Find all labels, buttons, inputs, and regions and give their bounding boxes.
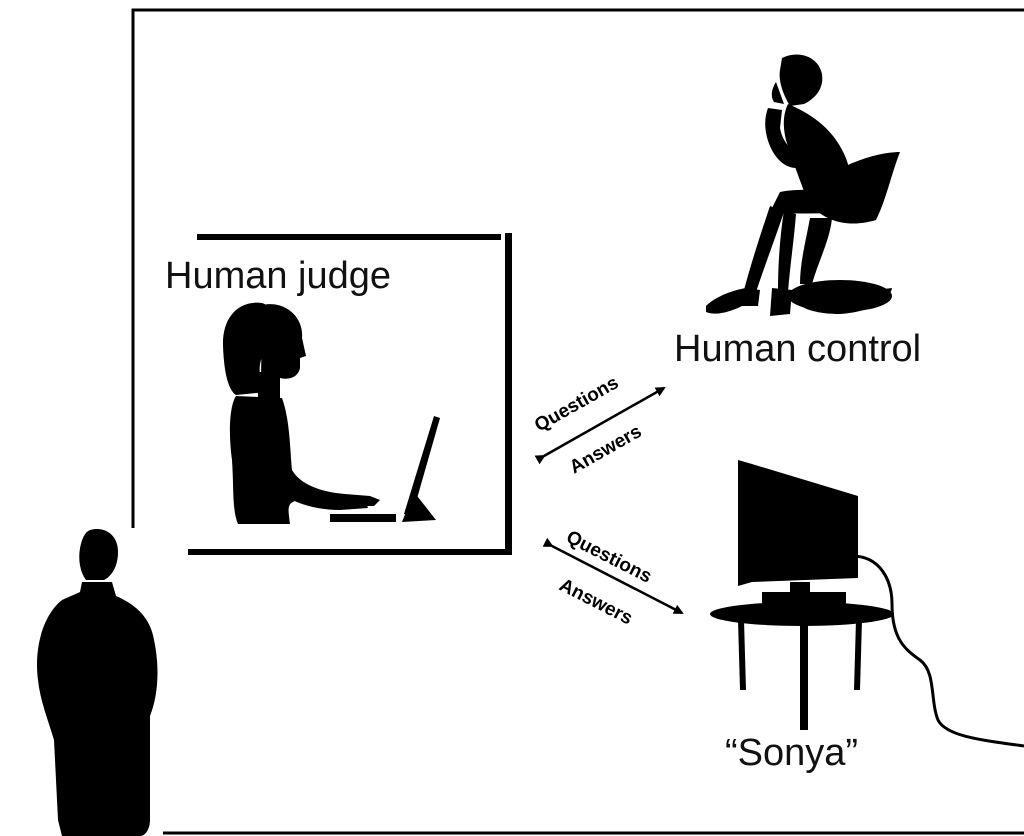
lower-arrow-questions-label: Questions: [563, 527, 655, 588]
room-frame: [131, 8, 1024, 835]
upper-arrow-questions-label: Questions: [531, 372, 622, 436]
human-judge-label: Human judge: [165, 255, 392, 297]
observer-figure-icon: [37, 528, 158, 836]
human-control-label: Human control: [674, 328, 922, 370]
computer-figure-icon: [710, 460, 1024, 748]
judge-figure-icon: [222, 302, 440, 524]
sonya-label: “Sonya”: [725, 732, 859, 774]
upper-double-arrow: Questions Answers: [531, 372, 666, 478]
lower-double-arrow: Questions Answers: [542, 527, 684, 629]
upper-arrow-line: [534, 386, 666, 465]
judge-booth: [188, 233, 512, 555]
upper-arrow-answers-label: Answers: [566, 421, 645, 478]
lower-arrow-line: [542, 537, 684, 615]
control-figure-icon: [706, 54, 900, 316]
